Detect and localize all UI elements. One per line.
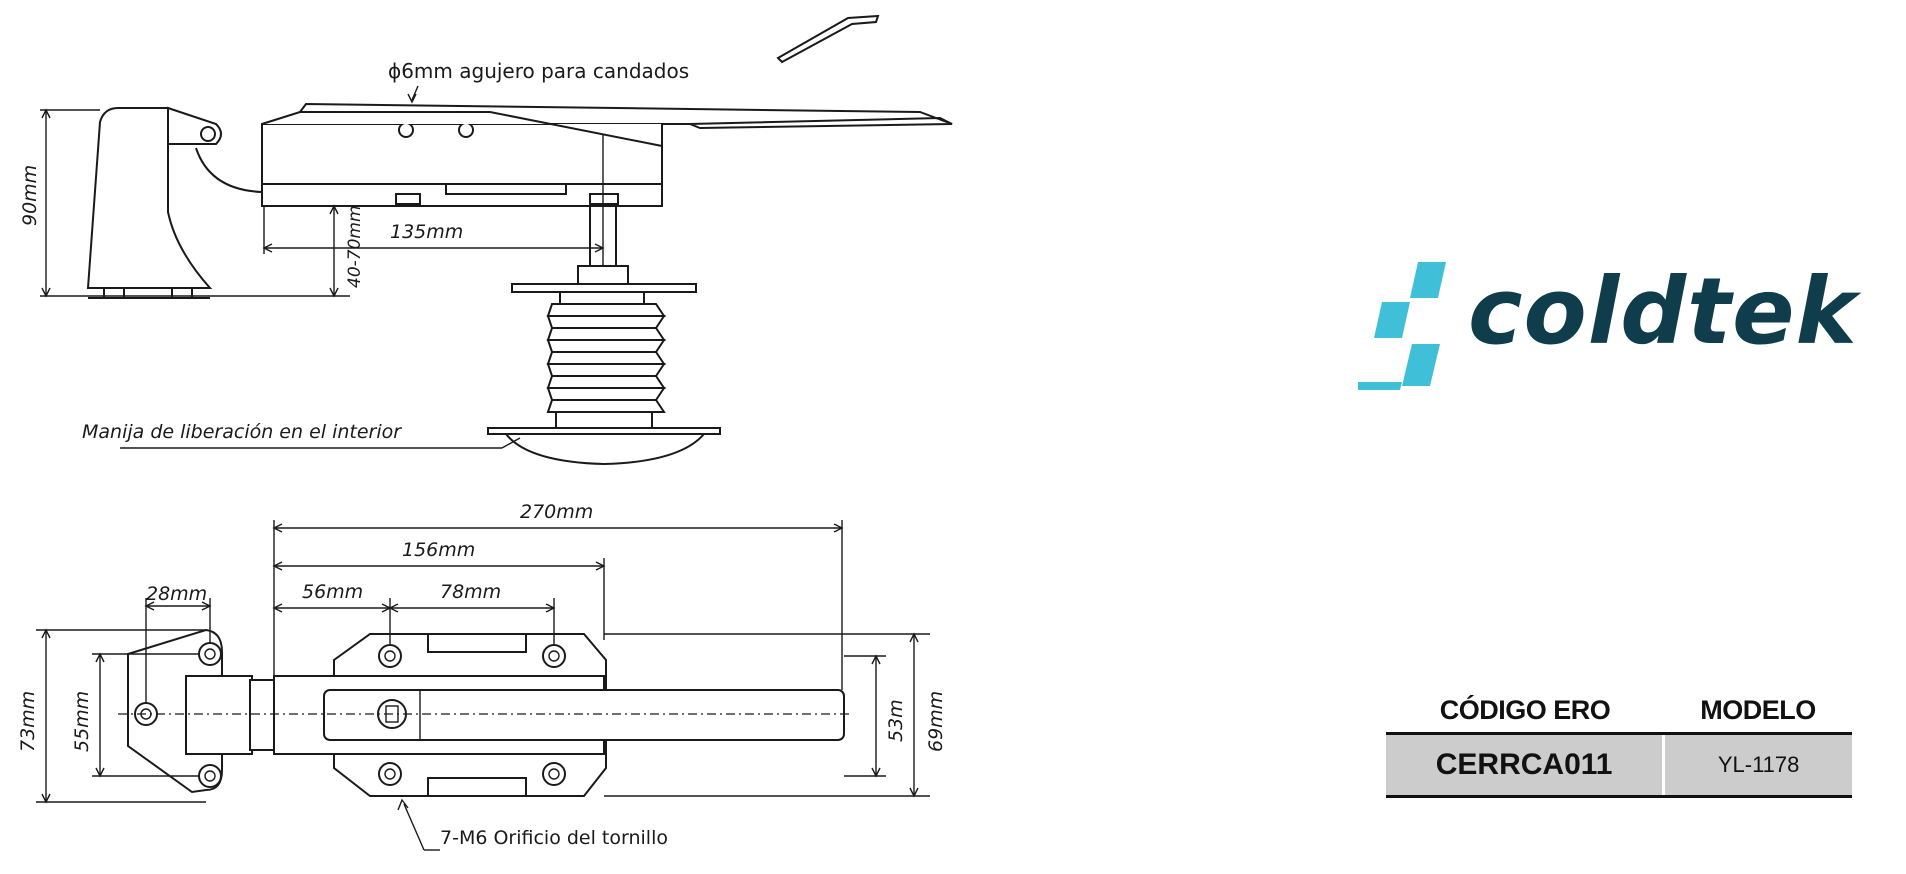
handle-lever	[261, 111, 953, 148]
header-code: CÓDIGO ERO	[1439, 694, 1611, 725]
hinge-block	[86, 107, 213, 289]
latch-slot	[445, 183, 567, 195]
dim-56mm: 56mm	[302, 581, 363, 603]
dim-156mm: 156mm	[402, 539, 475, 561]
dim-28mm: 28mm	[146, 583, 207, 605]
screw-hole-5	[542, 644, 566, 668]
padlock-hole-1	[398, 122, 414, 138]
screw-hole-4	[378, 644, 402, 668]
coldtek-logo-mark	[1358, 262, 1446, 390]
spec-table-header: CÓDIGO ERO MODELO	[1386, 688, 1852, 732]
screw-hole-label: 7-M6 Orificio del tornillo	[440, 827, 668, 849]
inner-release-handle	[503, 433, 707, 466]
header-model: MODELO	[1700, 694, 1816, 725]
dim-40-70mm: 40-70mm	[345, 205, 365, 288]
side-view: 90mm 40-70mm 135mm ϕ6mm agujero para can…	[19, 14, 953, 466]
dim-90mm: 90mm	[19, 165, 41, 226]
padlock-hole-2	[458, 122, 474, 138]
coldtek-wordmark: coldtek	[1468, 258, 1858, 365]
lever-open-position	[776, 14, 880, 64]
screw-hole-7	[542, 762, 566, 786]
inner-handle-label: Manija de liberación en el interior	[82, 421, 402, 443]
dim-78mm: 78mm	[440, 581, 501, 603]
padlock-hole-label: ϕ6mm agujero para candados	[388, 59, 689, 83]
screw-hole-1	[198, 642, 222, 666]
hinge-pin	[200, 126, 216, 142]
coldtek-logo: coldtek	[1358, 262, 1858, 392]
screw-hole-2	[198, 764, 222, 788]
dim-55mm: 55mm	[71, 691, 93, 752]
product-code: CERRCA011	[1435, 748, 1613, 781]
screw-hole-6	[378, 762, 402, 786]
handle-arm	[323, 689, 845, 741]
spec-table: CÓDIGO ERO MODELO CERRCA011 YL-1178	[1386, 688, 1852, 798]
dim-69mm: 69mm	[925, 691, 947, 752]
dim-135mm: 135mm	[390, 221, 463, 243]
top-view: 270mm 156mm 56mm 78mm 28mm	[17, 501, 947, 851]
flange	[511, 283, 697, 293]
hinge-knuckle	[185, 675, 253, 755]
dim-53m: 53m	[885, 699, 907, 742]
dim-73mm: 73mm	[17, 691, 39, 752]
spec-table-row: CERRCA011 YL-1178	[1386, 732, 1852, 798]
bellows	[546, 291, 666, 429]
product-model: YL-1178	[1662, 735, 1852, 795]
dim-270mm: 270mm	[520, 501, 593, 523]
